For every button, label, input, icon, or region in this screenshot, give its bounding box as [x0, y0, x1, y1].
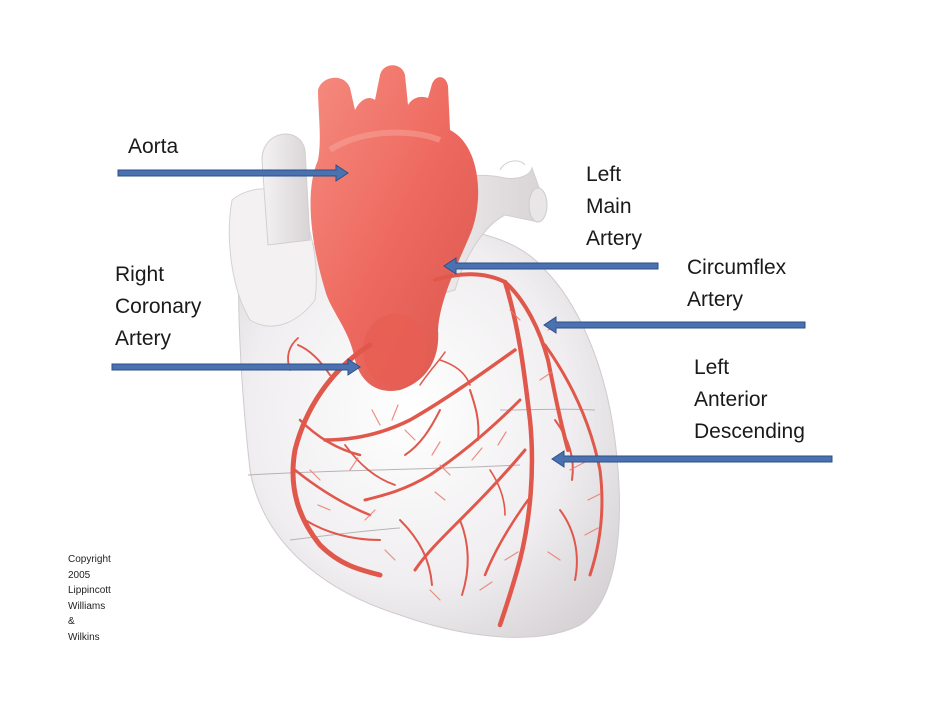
copyright-line5: &	[68, 616, 75, 627]
label-aorta: Aorta	[128, 131, 178, 163]
copyright-line3: Lippincott	[68, 585, 111, 596]
label-left-main-line2: Main	[586, 195, 632, 218]
copyright-line2: 2005	[68, 569, 91, 581]
label-right-coronary-line3: Artery	[115, 327, 172, 350]
label-left-main-line3: Artery	[586, 227, 643, 250]
label-left-anterior-descending: Left Anterior Descending	[694, 352, 805, 448]
label-lad-line1: Left	[694, 356, 730, 379]
copyright-line4: Williams	[68, 600, 106, 612]
copyright-notice: Copyright 2005 Lippincott Williams & Wil…	[68, 552, 111, 645]
aorta-vessel	[310, 65, 479, 391]
label-lad-line3: Descending	[694, 420, 805, 443]
coronary-fine-branches	[309, 309, 601, 601]
arrow-aorta	[117, 164, 349, 182]
label-right-coronary-line2: Coronary	[115, 295, 202, 318]
arrow-right-coronary	[111, 358, 361, 376]
copyright-line1: Copyright	[68, 554, 111, 565]
copyright-line6: Wilkins	[68, 631, 100, 643]
arrow-lad	[551, 450, 833, 468]
arrow-left-main	[443, 257, 659, 275]
label-circumflex-line2: Artery	[687, 288, 744, 311]
label-left-main-line1: Left	[586, 163, 622, 186]
label-circumflex-line1: Circumflex	[687, 256, 787, 279]
label-right-coronary-line1: Right	[115, 263, 165, 286]
coronary-arteries	[287, 272, 604, 628]
arrow-circumflex	[543, 316, 806, 334]
label-circumflex-artery: Circumflex Artery	[687, 252, 786, 316]
label-lad-line2: Anterior	[694, 388, 768, 411]
label-aorta-line1: Aorta	[128, 135, 179, 158]
label-left-main-artery: Left Main Artery	[586, 159, 642, 255]
label-right-coronary-artery: Right Coronary Artery	[115, 259, 201, 355]
arrows	[111, 164, 833, 468]
